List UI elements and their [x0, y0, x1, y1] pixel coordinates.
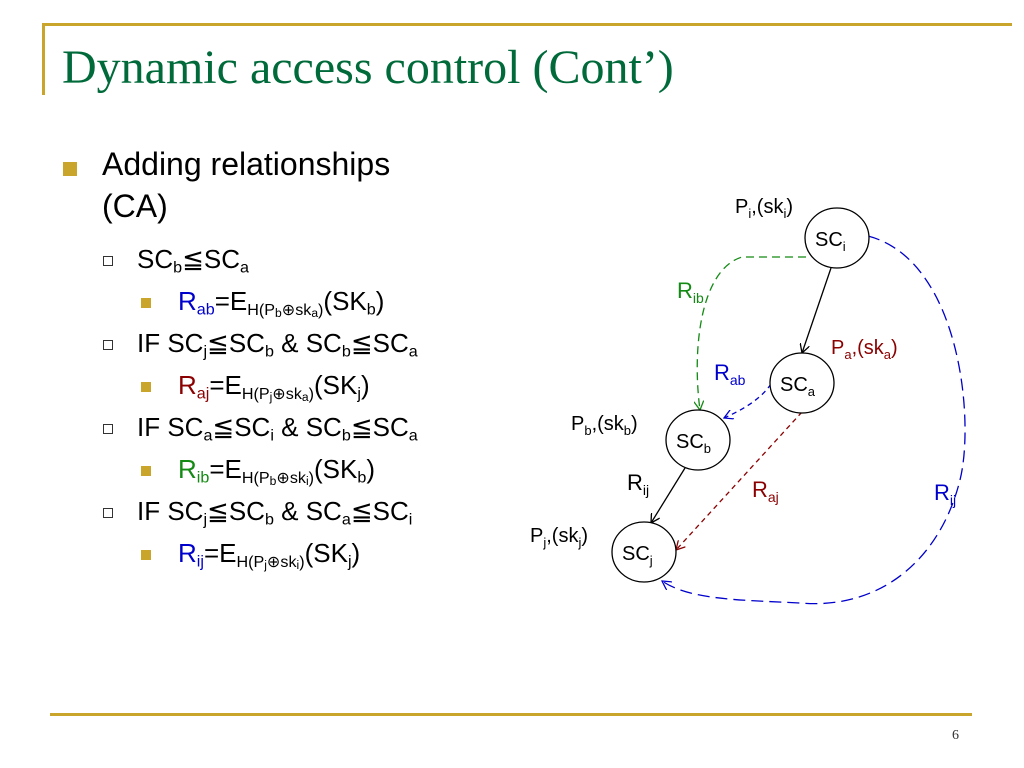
edge-b-to-j [651, 467, 686, 523]
key-label-b: Pb,(skb) [571, 413, 638, 438]
node-scj [611, 521, 677, 583]
key-label-i: Pi,(ski) [735, 196, 793, 221]
top-rule [42, 23, 1012, 26]
condition-1: SCb≦SCa [137, 244, 249, 277]
edge-raj [676, 411, 803, 550]
edge-rij [662, 235, 966, 605]
hollow-square-icon [103, 256, 113, 266]
bullet-line-2: (CA) [102, 188, 168, 224]
edge-label-rab: Rab [714, 360, 746, 388]
bullet-line-1: Adding relationships [102, 146, 391, 182]
formula-rab: Rab=EH(Pb⊕ska)(SKb) [178, 286, 385, 320]
edge-label-raj: Raj [752, 477, 779, 505]
edge-label-rij-solid: Rij [627, 470, 649, 498]
left-rule [42, 23, 45, 95]
node-sca-label: SCa [780, 374, 816, 399]
bullet-adding-relationships: Adding relationships (CA) [102, 143, 390, 227]
edge-rab [724, 383, 772, 418]
bullet-square-icon [141, 382, 151, 392]
bottom-rule [50, 713, 972, 716]
bullet-square-icon [141, 298, 151, 308]
bullet-square-icon [63, 162, 77, 176]
node-scb [665, 409, 731, 471]
condition-2: IF SCj≦SCb & SCb≦SCa [137, 328, 418, 361]
edge-i-to-a [802, 267, 832, 353]
bullet-square-icon [141, 550, 151, 560]
hollow-square-icon [103, 508, 113, 518]
edge-label-rib: Rib [677, 278, 704, 306]
condition-4: IF SCj≦SCb & SCa≦SCi [137, 496, 413, 529]
node-scb-label: SCb [676, 431, 711, 456]
edge-label-rij-dashed: Rij [934, 480, 956, 508]
node-sci-label: SCi [815, 229, 846, 254]
page-title: Dynamic access control (Cont’) [62, 41, 674, 94]
node-scj-label: SCj [622, 543, 653, 568]
key-label-a: Pa,(ska) [831, 337, 898, 362]
bullet-square-icon [141, 466, 151, 476]
condition-3: IF SCa≦SCi & SCb≦SCa [137, 412, 418, 445]
formula-rib: Rib=EH(Pb⊕ski)(SKb) [178, 454, 375, 488]
page-number: 6 [952, 728, 959, 743]
formula-raj: Raj=EH(Pj⊕ska)(SKj) [178, 370, 370, 404]
hollow-square-icon [103, 424, 113, 434]
node-sci [804, 207, 870, 269]
key-label-j: Pj,(skj) [530, 525, 588, 550]
hollow-square-icon [103, 340, 113, 350]
formula-rij: Rij=EH(Pj⊕ski)(SKj) [178, 538, 361, 572]
edge-rib [697, 256, 806, 410]
node-sca [769, 352, 835, 414]
